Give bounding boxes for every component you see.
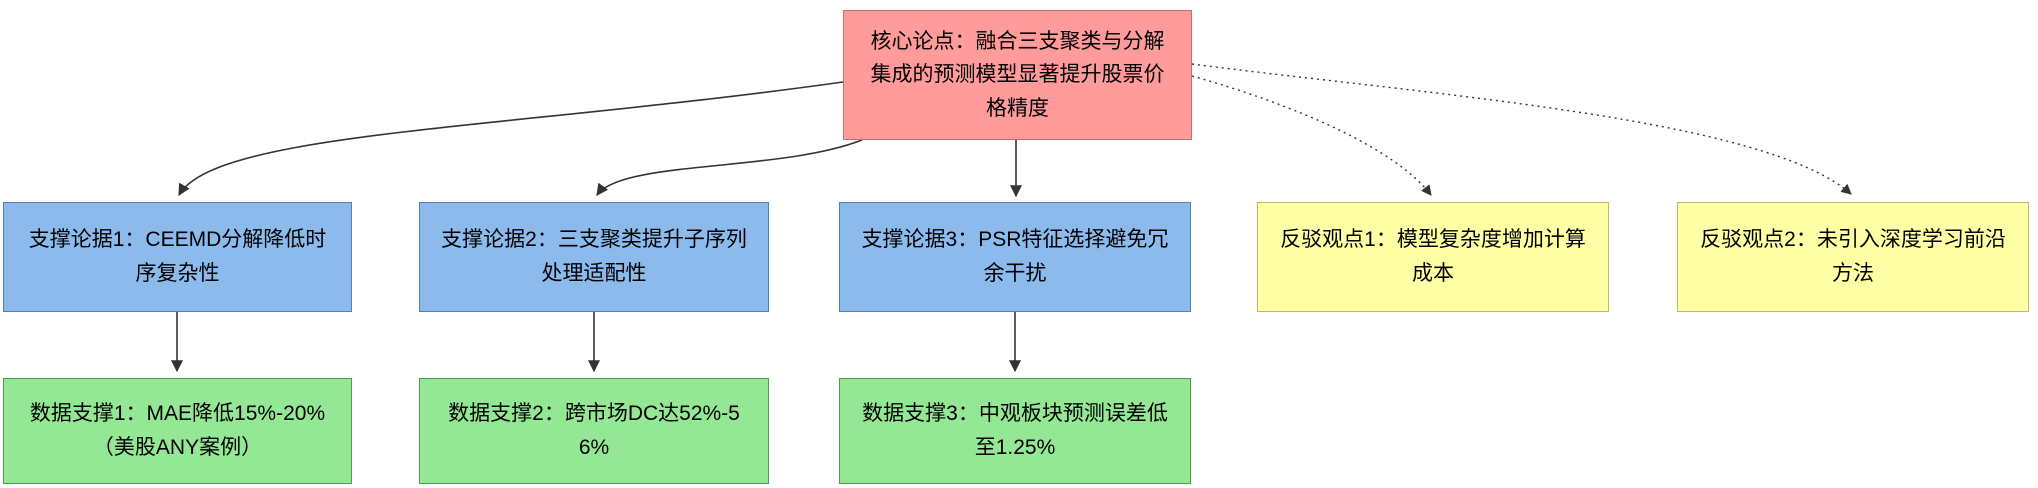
support-label-3: 支撑论据3：PSR特征选择避免冗余干扰 [861,228,1169,285]
edge-core-to-rebuttal-1 [1191,75,1432,196]
support-node-2: 支撑论据2：三支聚类提升子序列处理适配性 [419,202,769,312]
data-support-node-1: 数据支撑1：MAE降低15%-20%（美股ANY案例） [3,378,352,484]
core-thesis-label: 核心论点：融合三支聚类与分解集成的预测模型显著提升股票价格精度 [870,29,1165,120]
rebuttal-label-2: 反驳观点2：未引入深度学习前沿方法 [1700,228,2006,285]
data-support-label-2: 数据支撑2：跨市场DC达52%-56% [448,402,740,459]
support-node-3: 支撑论据3：PSR特征选择避免冗余干扰 [839,202,1191,312]
rebuttal-node-1: 反驳观点1：模型复杂度增加计算成本 [1257,202,1609,312]
data-support-label-1: 数据支撑1：MAE降低15%-20%（美股ANY案例） [29,402,326,459]
data-support-label-3: 数据支撑3：中观板块预测误差低至1.25% [862,402,1168,459]
support-node-1: 支撑论据1：CEEMD分解降低时序复杂性 [3,202,352,312]
data-support-node-3: 数据支撑3：中观板块预测误差低至1.25% [839,378,1191,484]
edge-core-to-support-1 [178,81,844,197]
rebuttal-label-1: 反驳观点1：模型复杂度增加计算成本 [1280,228,1586,285]
support-label-2: 支撑论据2：三支聚类提升子序列处理适配性 [441,228,747,285]
edge-core-to-rebuttal-2 [1191,63,1852,195]
data-support-node-2: 数据支撑2：跨市场DC达52%-56% [419,378,769,484]
edge-core-to-support-2 [596,139,863,196]
support-label-1: 支撑论据1：CEEMD分解降低时序复杂性 [28,228,327,285]
core-thesis-node: 核心论点：融合三支聚类与分解集成的预测模型显著提升股票价格精度 [843,10,1192,140]
rebuttal-node-2: 反驳观点2：未引入深度学习前沿方法 [1677,202,2029,312]
